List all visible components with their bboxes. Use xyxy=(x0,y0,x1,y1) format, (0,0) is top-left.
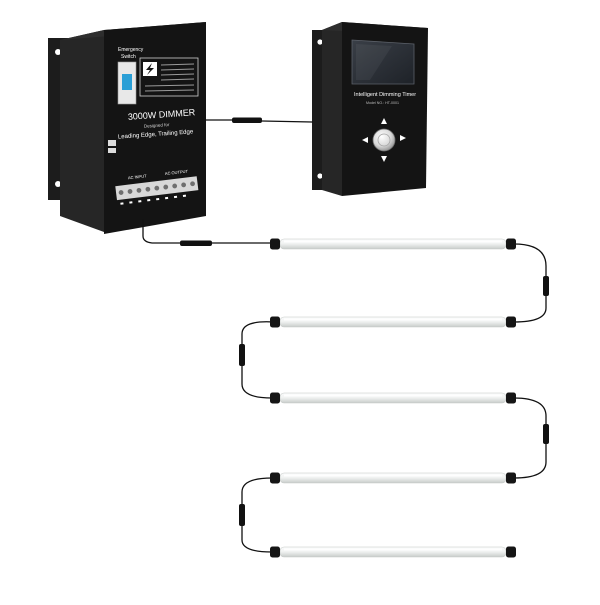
led-tube-endcap-right xyxy=(506,316,516,328)
inline-connector xyxy=(543,424,549,444)
inline-connector xyxy=(232,117,262,123)
mount-hole-icon xyxy=(317,173,323,179)
timer-unit: Intelligent Dimming Timer Model NO.: HT-… xyxy=(312,22,428,196)
lightning-icon xyxy=(146,63,154,75)
led-tube-endcap-right xyxy=(506,238,516,250)
cable-network xyxy=(142,119,547,553)
led-tube xyxy=(270,238,516,250)
led-tube-highlight xyxy=(284,318,502,321)
control-knob[interactable] xyxy=(372,128,396,152)
led-tube-endcap-left xyxy=(270,238,280,250)
cable-connectors xyxy=(180,117,549,526)
timer-side-face xyxy=(322,22,342,196)
warning-panel xyxy=(139,57,199,97)
led-tube xyxy=(270,316,516,328)
led-tube-endcap-left xyxy=(270,392,280,404)
led-tube-endcap-left xyxy=(270,472,280,484)
inline-connector xyxy=(180,240,212,246)
dimmer-subtitle: Designed for xyxy=(144,122,170,129)
arrow-right-icon[interactable] xyxy=(400,135,406,141)
arrow-left-icon[interactable] xyxy=(362,137,368,143)
led-tube-chain xyxy=(270,238,516,558)
switch-label: Switch xyxy=(121,54,136,60)
inline-connector xyxy=(543,276,549,296)
switch-toggle[interactable] xyxy=(122,74,132,90)
dimmer-output-cable xyxy=(142,219,181,244)
timer-title: Intelligent Dimming Timer xyxy=(354,92,416,98)
mount-hole-icon xyxy=(317,39,323,45)
led-tube-endcap-right xyxy=(506,546,516,558)
dimmer-title: 3000W DIMMER xyxy=(128,107,197,122)
led-tube-endcap-left xyxy=(270,316,280,328)
emergency-switch[interactable]: Emergency Switch xyxy=(117,47,144,105)
led-tube-endcap-right xyxy=(506,392,516,404)
led-tube-highlight xyxy=(284,474,502,477)
led-tube xyxy=(270,472,516,484)
mount-hole-icon xyxy=(55,49,61,55)
led-tube-endcap-right xyxy=(506,472,516,484)
arrow-up-icon[interactable] xyxy=(381,118,387,124)
terminal-block xyxy=(115,176,199,205)
led-tube-endcap-left xyxy=(270,546,280,558)
ac-output-label: AC OUTPUT xyxy=(165,169,189,176)
inline-connector xyxy=(239,504,245,526)
indicator-label xyxy=(108,140,116,146)
dimmer-side-face xyxy=(60,30,104,232)
ac-input-label: AC INPUT xyxy=(128,173,148,180)
indicator-label xyxy=(108,148,116,153)
led-tube-highlight xyxy=(284,548,502,551)
led-tube xyxy=(270,546,516,558)
led-tube-highlight xyxy=(284,240,502,243)
arrow-down-icon[interactable] xyxy=(381,156,387,162)
inline-connector xyxy=(239,344,245,366)
mount-hole-icon xyxy=(55,181,61,187)
led-tube-highlight xyxy=(284,394,502,397)
timer-model: Model NO.: HT-0001 xyxy=(366,101,399,105)
switch-label: Emergency xyxy=(118,47,144,53)
dimmer-modes: Leading Edge, Trailing Edge xyxy=(118,129,194,140)
timer-display xyxy=(351,39,415,85)
dimmer-unit: Emergency Switch 3000W DIMMER Designed f… xyxy=(48,22,206,234)
led-tube xyxy=(270,392,516,404)
